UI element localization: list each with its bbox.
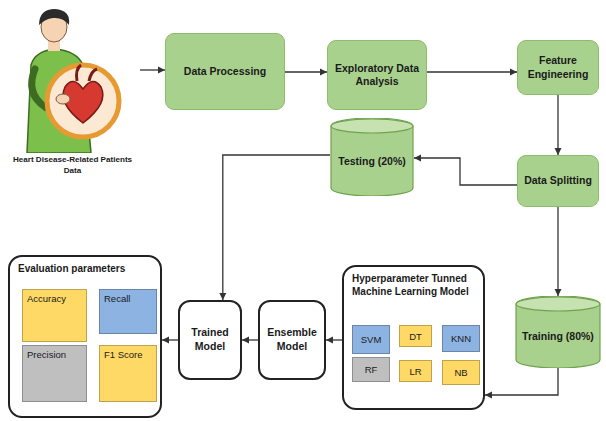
flow-arrow bbox=[285, 71, 327, 72]
node-label: KNN bbox=[451, 333, 471, 344]
node-label: Data Splitting bbox=[524, 174, 592, 187]
group-heading: Evaluation parameters bbox=[18, 263, 152, 276]
process-box: Trained Model bbox=[178, 300, 242, 380]
patient-illustration bbox=[5, 3, 140, 153]
node-label: Heart Disease-Related Patients Data bbox=[5, 155, 140, 176]
node-label: LR bbox=[409, 366, 421, 377]
heart-lens bbox=[47, 65, 119, 137]
flow-arrow bbox=[326, 339, 342, 340]
node-label: Training (80%) bbox=[518, 330, 598, 342]
model-tile: KNN bbox=[442, 325, 480, 352]
node-label: Trained Model bbox=[184, 326, 236, 353]
data-cylinder: Training (80%) bbox=[515, 296, 601, 368]
flow-arrow bbox=[485, 368, 558, 395]
node-label: Exploratory Data Analysis bbox=[332, 62, 422, 88]
flow-arrow bbox=[557, 207, 558, 296]
flow-arrow bbox=[414, 158, 517, 185]
node-label: Recall bbox=[104, 293, 152, 304]
metric-tile: Precision bbox=[22, 345, 87, 402]
group-heading: Hyperparameter Tunned Machine Learning M… bbox=[352, 273, 475, 298]
node-label: Accuracy bbox=[27, 293, 82, 304]
node-label: Data Processing bbox=[184, 65, 266, 78]
hand bbox=[56, 94, 70, 104]
node-label: F1 Score bbox=[104, 349, 152, 360]
node-label: Ensemble Model bbox=[264, 326, 320, 353]
node-label: NB bbox=[454, 367, 467, 378]
process-box: Exploratory Data Analysis bbox=[327, 40, 427, 110]
process-box: Ensemble Model bbox=[258, 300, 326, 380]
hair bbox=[39, 9, 69, 25]
node-label: SVM bbox=[361, 334, 382, 345]
data-cylinder: Testing (20%) bbox=[330, 118, 414, 196]
metric-tile: F1 Score bbox=[99, 345, 157, 402]
metric-tile: Accuracy bbox=[22, 289, 87, 342]
node-label: DT bbox=[409, 331, 422, 342]
process-box: Data Processing bbox=[165, 33, 285, 110]
process-box: Data Splitting bbox=[517, 155, 599, 207]
model-group-box: Hyperparameter Tunned Machine Learning M… bbox=[342, 265, 485, 410]
flow-arrow bbox=[242, 339, 258, 340]
model-tile: SVM bbox=[352, 325, 390, 354]
flow-arrow bbox=[162, 339, 178, 340]
model-tile: NB bbox=[442, 360, 480, 385]
model-tile: DT bbox=[399, 325, 432, 347]
model-tile: RF bbox=[352, 357, 390, 382]
node-label: Precision bbox=[27, 349, 82, 360]
model-tile: LR bbox=[399, 360, 432, 382]
node-label: Feature Engineering bbox=[522, 54, 594, 80]
flow-arrow bbox=[557, 95, 558, 155]
patient-data-figure: Heart Disease-Related Patients Data bbox=[5, 3, 140, 191]
heart-vessels bbox=[77, 65, 98, 81]
node-label: Testing (20%) bbox=[333, 155, 411, 167]
metric-tile: Recall bbox=[99, 289, 157, 334]
flow-arrow bbox=[427, 71, 517, 72]
metrics-group-box: Evaluation parametersAccuracy RecallPreci… bbox=[8, 255, 162, 418]
process-box: Feature Engineering bbox=[517, 40, 599, 95]
flow-arrow bbox=[140, 69, 165, 70]
node-label: RF bbox=[365, 364, 378, 375]
flow-arrow bbox=[223, 155, 330, 300]
